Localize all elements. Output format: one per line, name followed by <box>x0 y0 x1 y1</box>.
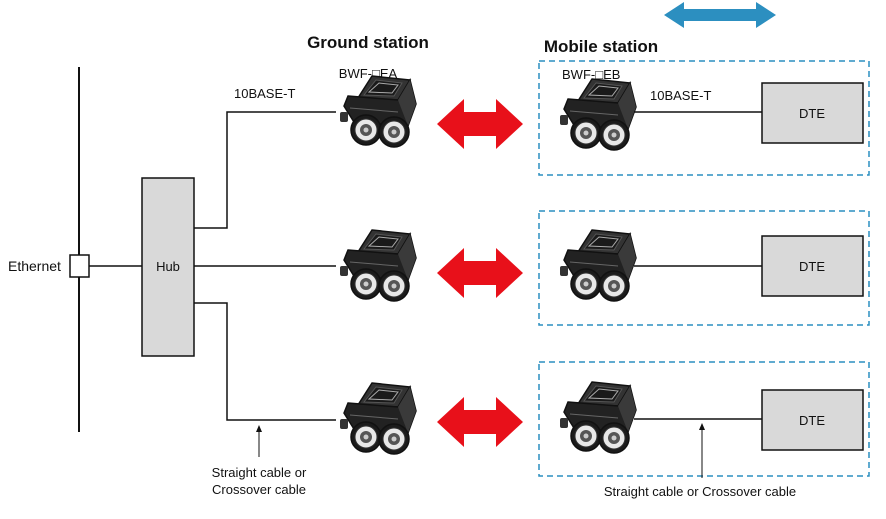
dte-box-2 <box>761 235 864 297</box>
dte-box-1 <box>761 82 864 144</box>
dte-label-3: DTE <box>799 413 825 428</box>
ground-link-label: 10BASE-T <box>234 86 295 101</box>
wireless-device-icon <box>559 78 637 151</box>
mobile-station-box-3 <box>538 361 870 477</box>
mobile-station-box-2 <box>538 210 870 326</box>
dte-label-2: DTE <box>799 259 825 274</box>
hub-box <box>141 177 195 357</box>
dte-box-3 <box>761 389 864 451</box>
wireless-device-icon <box>559 229 637 302</box>
dte-label-1: DTE <box>799 106 825 121</box>
wireless-device-icon <box>339 229 417 302</box>
arrowhead-icon <box>256 425 262 432</box>
ethernet-label: Ethernet <box>8 258 61 274</box>
wireless-device-icon <box>339 75 417 148</box>
wireless-device-icon <box>339 382 417 455</box>
mobile-model-label: BWF-□EB <box>562 67 620 82</box>
arrowhead-icon <box>699 423 705 430</box>
cable-note-left-line1: Straight cable or <box>212 465 307 480</box>
ground-station-title: Ground station <box>307 33 429 52</box>
cable-bottom <box>194 302 336 421</box>
cable-top <box>194 111 336 229</box>
hub-label: Hub <box>156 259 180 274</box>
cable-note-left-line2: Crossover cable <box>212 482 306 497</box>
double-arrow-icon <box>664 2 776 28</box>
double-arrow-icon <box>437 99 523 149</box>
mobile-station-box-1 <box>538 60 870 176</box>
mobile-link-label: 10BASE-T <box>650 88 711 103</box>
cable-note-right: Straight cable or Crossover cable <box>604 484 796 499</box>
wireless-device-icon <box>559 381 637 454</box>
mobile-station-title: Mobile station <box>544 37 658 56</box>
double-arrow-icon <box>437 248 523 298</box>
ethernet-connector <box>69 254 90 278</box>
double-arrow-icon <box>437 397 523 447</box>
